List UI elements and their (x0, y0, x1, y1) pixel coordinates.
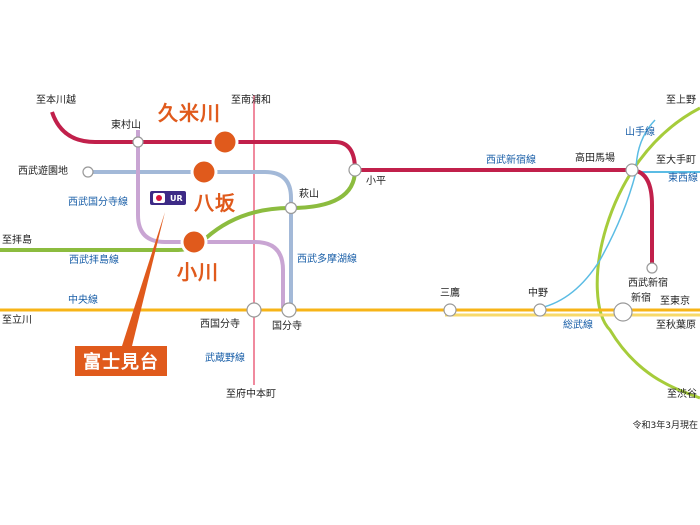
label-higashimurayama: 東村山 (111, 120, 141, 131)
label-kodaira: 小平 (366, 176, 386, 187)
label-nishikokubunji: 西国分寺 (200, 319, 240, 330)
label-takadanobaba: 高田馬場 (575, 153, 615, 164)
dest-ueno: 至上野 (666, 95, 696, 106)
dest-shibuya: 至渋谷 (667, 389, 697, 400)
station-kumegawa-highlight (211, 128, 239, 156)
label-mitaka: 三鷹 (440, 288, 460, 299)
dest-minamiurawa: 至南浦和 (231, 95, 271, 106)
station-hagiyama (284, 201, 298, 215)
ur-mark-icon (153, 193, 165, 203)
seibu-haijima-line (0, 169, 357, 252)
line-label-musashino: 武蔵野線 (205, 353, 245, 364)
line-label-tozai: 東西線 (668, 173, 698, 184)
line-label-seibu-haijima: 西武拝島線 (69, 255, 119, 266)
dest-haijima: 至拝島 (2, 235, 32, 246)
ur-logo-text: UR (170, 193, 183, 203)
seibu-tamako-line (88, 170, 293, 308)
seibu-shinjuku-line (50, 111, 654, 268)
label-kokubunji: 国分寺 (272, 321, 302, 332)
station-nakano (533, 303, 547, 317)
station-ogawa-highlight (180, 228, 208, 256)
callout-pointer (122, 212, 165, 346)
label-kumegawa: 久米川 (158, 101, 221, 125)
line-label-seibu-shinjuku: 西武新宿線 (486, 155, 536, 166)
station-higashimurayama (132, 136, 144, 148)
station-takadanobaba (625, 163, 639, 177)
yamanote-branch (539, 119, 656, 309)
label-seibushinjuku: 西武新宿 (628, 278, 668, 289)
dest-otemachi: 至大手町 (656, 155, 696, 166)
line-label-seibu-kokubunji: 西武国分寺線 (68, 197, 128, 208)
yamanote-line (595, 106, 700, 400)
dest-fuchuhommachi: 至府中本町 (226, 389, 276, 400)
station-seibuyuenchi (82, 166, 94, 178)
line-label-chuo: 中央線 (68, 295, 98, 306)
station-shinjuku (613, 302, 633, 322)
station-hachisaka-highlight (190, 158, 218, 186)
dest-tokyo: 至東京 (660, 296, 690, 307)
label-ogawa: 小川 (177, 260, 219, 284)
station-nishikokubunji (246, 302, 262, 318)
station-mitaka (443, 303, 457, 317)
dest-tachikawa: 至立川 (2, 315, 32, 326)
line-label-seibu-tamako: 西武多摩湖線 (297, 254, 357, 265)
date-note: 令和3年3月現在 (632, 421, 698, 431)
label-shinjuku: 新宿 (631, 293, 651, 304)
station-kodaira (348, 163, 362, 177)
label-hagiyama: 萩山 (299, 189, 319, 200)
line-label-yamanote: 山手線 (625, 127, 655, 138)
ur-logo: UR (150, 191, 186, 205)
station-kokubunji (281, 302, 297, 318)
dest-akihabara: 至秋葉原 (656, 320, 696, 331)
label-seibuyuenchi: 西武遊園地 (18, 166, 68, 177)
seibu-kokubunji-line (136, 130, 285, 308)
label-hachisaka: 八坂 (194, 191, 236, 215)
label-nakano: 中野 (528, 288, 548, 299)
dest-honkawagoe: 至本川越 (36, 95, 76, 106)
callout-fujimidai: 富士見台 (75, 346, 167, 376)
station-seibushinjuku (646, 262, 658, 274)
line-label-sobu: 総武線 (563, 320, 593, 331)
